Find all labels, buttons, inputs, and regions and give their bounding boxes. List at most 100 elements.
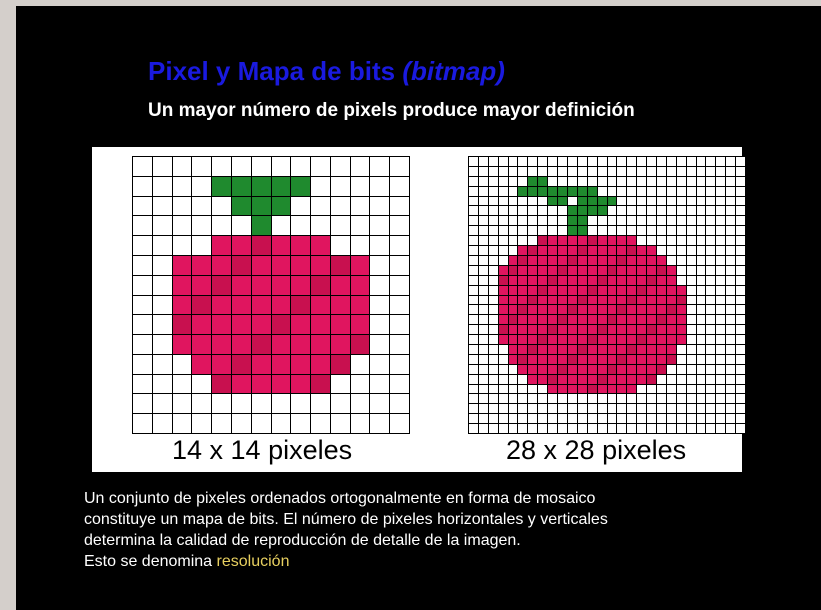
empty-pixel (656, 414, 666, 424)
leaf-pixel (231, 196, 251, 216)
fruit-pixel (567, 374, 577, 384)
fruit-pixel (311, 255, 330, 275)
empty-pixel (696, 394, 706, 404)
fruit-pixel (617, 315, 627, 325)
fruit-pixel (498, 295, 508, 305)
empty-pixel (637, 186, 647, 196)
empty-pixel (706, 166, 716, 176)
empty-pixel (647, 414, 656, 424)
empty-pixel (716, 265, 726, 275)
empty-pixel (548, 394, 558, 404)
fruit-pixel (637, 364, 647, 374)
empty-pixel (133, 354, 152, 374)
fruit-pixel (518, 305, 528, 315)
empty-pixel (488, 157, 498, 166)
empty-pixel (469, 305, 478, 315)
empty-pixel (390, 216, 409, 236)
fruit-pixel (212, 335, 231, 354)
empty-pixel (370, 196, 390, 216)
empty-pixel (469, 364, 478, 374)
empty-pixel (498, 394, 508, 404)
empty-pixel (350, 354, 370, 374)
empty-pixel (488, 176, 498, 186)
empty-pixel (656, 236, 666, 246)
empty-pixel (637, 166, 647, 176)
empty-pixel (469, 176, 478, 186)
empty-pixel (478, 166, 488, 176)
empty-pixel (627, 186, 637, 196)
leaf-pixel (231, 176, 251, 196)
empty-pixel (271, 157, 291, 176)
empty-pixel (726, 157, 736, 166)
fruit-pixel (587, 236, 597, 246)
empty-pixel (686, 364, 696, 374)
fruit-pixel (528, 374, 538, 384)
leaf-pixel (251, 176, 271, 196)
empty-pixel (647, 236, 656, 246)
fruit-pixel (271, 354, 291, 374)
leaf-pixel (528, 186, 538, 196)
empty-pixel (726, 255, 736, 265)
fruit-pixel (627, 255, 637, 265)
empty-pixel (686, 265, 696, 275)
empty-pixel (696, 354, 706, 364)
fruit-pixel (231, 354, 251, 374)
empty-pixel (666, 364, 676, 374)
empty-pixel (696, 157, 706, 166)
empty-pixel (587, 404, 597, 414)
empty-pixel (736, 305, 745, 315)
empty-pixel (152, 394, 172, 414)
empty-pixel (696, 404, 706, 414)
empty-pixel (587, 216, 597, 226)
empty-pixel (686, 305, 696, 315)
empty-pixel (696, 364, 706, 374)
empty-pixel (617, 226, 627, 236)
empty-pixel (498, 384, 508, 394)
empty-pixel (716, 404, 726, 414)
empty-pixel (716, 285, 726, 295)
empty-pixel (736, 364, 745, 374)
empty-pixel (736, 186, 745, 196)
empty-pixel (390, 196, 409, 216)
empty-pixel (488, 255, 498, 265)
fruit-pixel (538, 374, 548, 384)
fruit-pixel (577, 246, 587, 255)
fruit-pixel (212, 315, 231, 335)
empty-pixel (133, 315, 152, 335)
empty-pixel (676, 246, 686, 255)
empty-pixel (390, 295, 409, 315)
fruit-pixel (627, 275, 637, 285)
empty-pixel (469, 404, 478, 414)
fruit-pixel (587, 265, 597, 275)
fruit-pixel (617, 384, 627, 394)
empty-pixel (528, 236, 538, 246)
empty-pixel (311, 157, 330, 176)
fruit-pixel (311, 354, 330, 374)
empty-pixel (706, 325, 716, 335)
fruit-pixel (538, 265, 548, 275)
empty-pixel (716, 216, 726, 226)
empty-pixel (192, 394, 212, 414)
empty-pixel (696, 236, 706, 246)
fruit-pixel (330, 354, 350, 374)
empty-pixel (488, 246, 498, 255)
empty-pixel (311, 216, 330, 236)
empty-pixel (172, 216, 192, 236)
fruit-pixel (251, 335, 271, 354)
empty-pixel (469, 206, 478, 216)
empty-pixel (726, 265, 736, 275)
empty-pixel (716, 344, 726, 354)
empty-pixel (726, 325, 736, 335)
empty-pixel (528, 424, 538, 433)
empty-pixel (686, 176, 696, 186)
fruit-pixel (548, 236, 558, 246)
fruit-pixel (528, 246, 538, 255)
leaf-pixel (577, 216, 587, 226)
empty-pixel (617, 206, 627, 216)
empty-pixel (726, 295, 736, 305)
empty-pixel (508, 196, 518, 206)
empty-pixel (518, 216, 528, 226)
empty-pixel (478, 275, 488, 285)
empty-pixel (676, 384, 686, 394)
empty-pixel (637, 216, 647, 226)
